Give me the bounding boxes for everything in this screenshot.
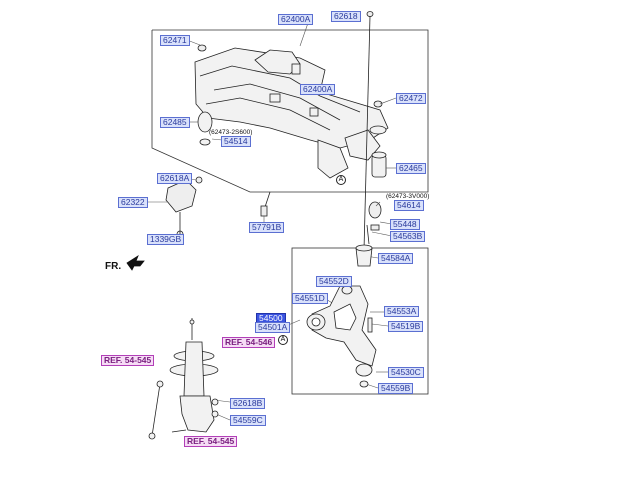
crossmember-drawing <box>194 47 389 179</box>
front-direction-label: FR. <box>105 261 122 272</box>
part-54501A[interactable]: 54501A <box>255 322 291 333</box>
part-62465[interactable]: 62465 <box>396 163 426 174</box>
part-62322[interactable]: 62322 <box>118 197 148 208</box>
callout-a-lower: A <box>278 335 288 345</box>
part-62485[interactable]: 62485 <box>160 117 190 128</box>
part-62400A-top[interactable]: 62400A <box>278 14 314 25</box>
lower-arm-drawing <box>306 244 377 388</box>
strut-drawing <box>148 318 219 440</box>
crossmember-frame <box>151 29 429 193</box>
part-57791B[interactable]: 57791B <box>249 222 285 233</box>
part-54519B[interactable]: 54519B <box>388 321 424 332</box>
part-54514[interactable]: 54514 <box>221 136 251 147</box>
part-54530C[interactable]: 54530C <box>388 367 424 378</box>
part-54584A[interactable]: 54584A <box>378 253 414 264</box>
part-54563B[interactable]: 54563B <box>390 231 426 242</box>
part-54559B[interactable]: 54559B <box>378 383 414 394</box>
part-62400A-mid[interactable]: 62400A <box>300 84 336 95</box>
part-55448[interactable]: 55448 <box>390 219 420 230</box>
part-62618B[interactable]: 62618B <box>230 398 266 409</box>
front-arrow <box>126 254 145 271</box>
callout-a-top: A <box>336 175 346 185</box>
part-54552D[interactable]: 54552D <box>316 276 352 287</box>
part-1339GB[interactable]: 1339GB <box>147 234 185 245</box>
part-62472[interactable]: 62472 <box>396 93 426 104</box>
note-62473-3V000: (62473-3V000) <box>386 193 430 200</box>
part-62471[interactable]: 62471 <box>160 35 190 46</box>
ref-link-54-546[interactable]: REF. 54-546 <box>222 337 276 348</box>
ref-link-54-545-lower[interactable]: REF. 54-545 <box>184 436 238 447</box>
part-62618A[interactable]: 62618A <box>157 173 193 184</box>
note-62473-2S600: (62473-2S600) <box>209 129 253 136</box>
ref-link-54-545-upper[interactable]: REF. 54-545 <box>101 355 155 366</box>
part-54559C[interactable]: 54559C <box>230 415 266 426</box>
part-54614[interactable]: 54614 <box>394 200 424 211</box>
part-62618-top[interactable]: 62618 <box>331 11 361 22</box>
part-54553A[interactable]: 54553A <box>384 306 420 317</box>
part-54551D[interactable]: 54551D <box>292 293 328 304</box>
